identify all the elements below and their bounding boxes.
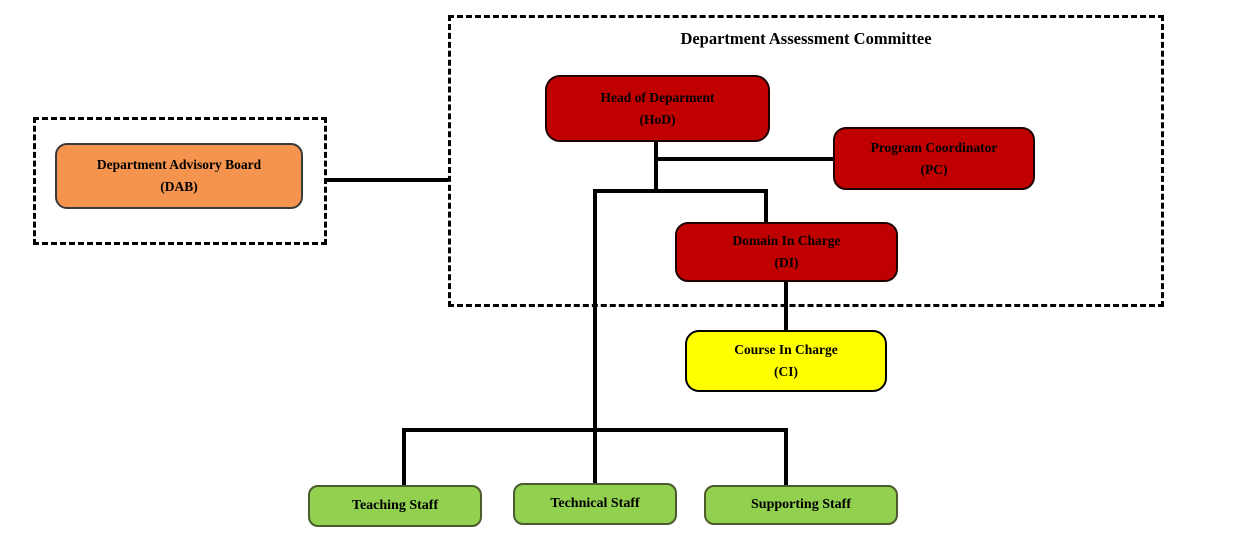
node-abbr: (DI) (774, 255, 799, 270)
connector-to-teaching-staff (402, 428, 406, 485)
connector-tee-to-di (764, 189, 768, 222)
node-domain-in-charge: Domain In Charge (DI) (675, 222, 898, 282)
connector-di-to-ci (784, 282, 788, 330)
node-label: Program Coordinator (870, 139, 998, 155)
node-supporting-staff: Supporting Staff (704, 485, 898, 525)
node-label: Technical Staff (550, 495, 640, 511)
node-label: Teaching Staff (351, 497, 439, 513)
node-label: Department Advisory Board (96, 157, 262, 173)
connector-staff-horizontal (402, 428, 788, 432)
node-abbr: (HoD) (639, 111, 676, 127)
node-program-coordinator: Program Coordinator (PC) (833, 127, 1035, 190)
node-technical-staff: Technical Staff (513, 483, 677, 525)
connector-to-supporting-staff (784, 428, 788, 485)
committee-title: Department Assessment Committee (680, 29, 932, 48)
connector-center-to-staff (593, 189, 597, 483)
group-department-advisory-board (33, 117, 327, 245)
node-label: Course In Charge (734, 342, 838, 358)
node-label: Domain In Charge (732, 233, 841, 249)
node-abbr: (DAB) (160, 179, 198, 194)
node-abbr: (CI) (774, 364, 798, 379)
node-teaching-staff: Teaching Staff (308, 485, 482, 527)
group-department-assessment-committee: Department Assessment Committee (448, 15, 1164, 307)
node-course-in-charge: Course In Charge (CI) (685, 330, 887, 392)
connector-hod-down (654, 142, 658, 192)
connector-hod-to-pc (654, 157, 833, 161)
node-abbr: (PC) (920, 161, 948, 177)
node-head-of-department: Head of Deparment (HoD) (545, 75, 770, 142)
node-label: Supporting Staff (751, 496, 851, 512)
connector-dab-to-committee (327, 178, 448, 182)
node-department-advisory-board: Department Advisory Board (DAB) (55, 143, 303, 209)
connector-tee-horizontal (593, 189, 768, 193)
node-label: Head of Deparment (600, 89, 715, 105)
